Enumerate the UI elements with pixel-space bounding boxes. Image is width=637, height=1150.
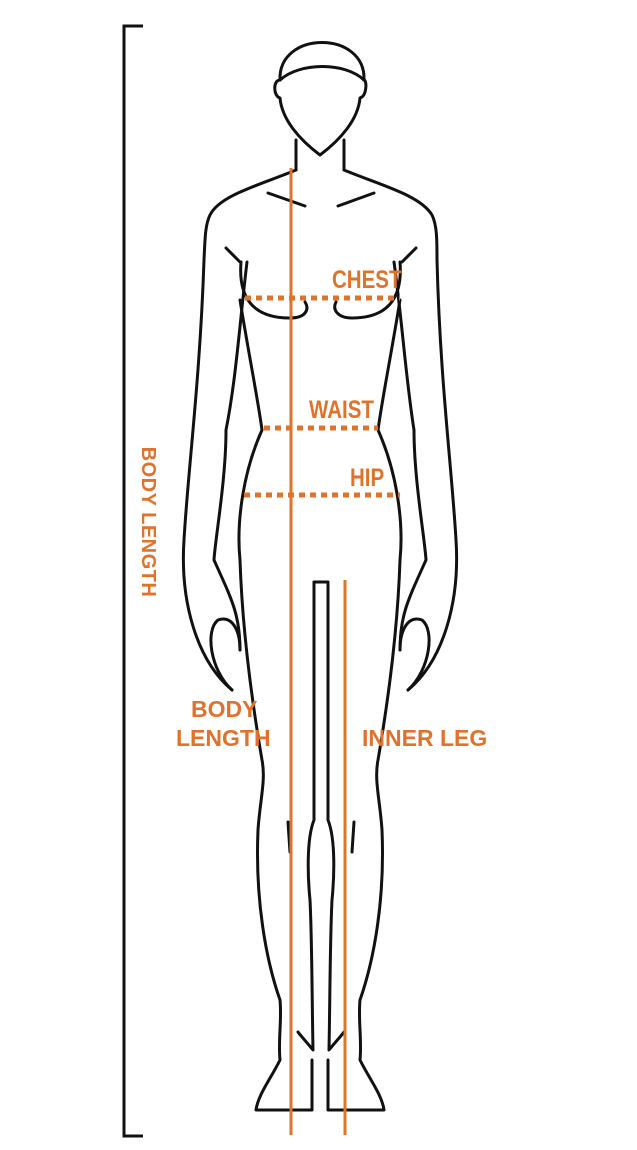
figure-outline xyxy=(181,41,459,1112)
inner-leg-label: INNER LEG xyxy=(362,725,488,751)
height-bracket xyxy=(122,24,143,1138)
body-length-label-line1: BODY xyxy=(191,696,258,722)
body-length-vertical-label: BODY LENGTH xyxy=(137,446,159,598)
hip-label: HIP xyxy=(350,464,385,492)
waist-label: WAIST xyxy=(309,396,374,424)
chest-label: CHEST xyxy=(332,266,402,294)
measurement-lines xyxy=(244,168,400,1135)
body-length-label-line2: LENGTH xyxy=(176,725,271,751)
